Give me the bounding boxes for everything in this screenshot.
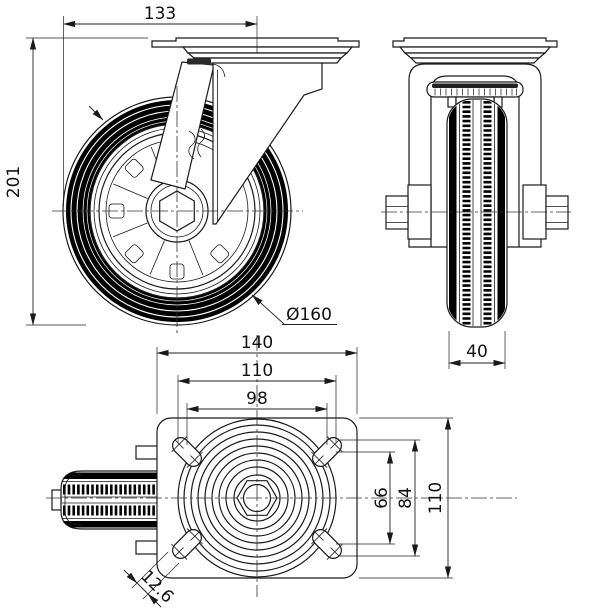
dim-plate-width: 140 bbox=[156, 333, 358, 414]
dim-plate-depth: 110 bbox=[359, 417, 453, 579]
dim-text-plate-depth: 110 bbox=[426, 482, 446, 514]
dim-slot-outer-span: 84 bbox=[340, 439, 420, 557]
dimension-line bbox=[147, 593, 162, 608]
dim-overall-height: 201 bbox=[4, 37, 148, 326]
dim-text-hole-span-inner: 98 bbox=[246, 389, 268, 409]
tread-pointer-arrow bbox=[88, 105, 104, 121]
wheel-side-tread bbox=[449, 100, 505, 326]
front-view: 133 201 Ø160 bbox=[4, 4, 360, 333]
swivel-head-side bbox=[398, 46, 552, 64]
bolt-slot-bottom-left bbox=[171, 528, 203, 560]
bolt-slot-top-left bbox=[171, 436, 203, 468]
dim-swivel-radius: 133 bbox=[63, 4, 258, 206]
dimension-line bbox=[123, 569, 138, 584]
leader-line bbox=[251, 294, 285, 325]
wheel-side bbox=[446, 98, 508, 328]
dim-text-wheel-diameter: Ø160 bbox=[286, 305, 332, 325]
side-view: 40 bbox=[381, 37, 571, 369]
dim-text-plate-width: 140 bbox=[241, 333, 273, 353]
extension-line bbox=[142, 562, 180, 600]
axle-bolt-left bbox=[385, 195, 409, 230]
dim-text-hole-span-outer: 110 bbox=[241, 361, 273, 381]
brand-logo-icon bbox=[188, 128, 205, 160]
dim-text-overall-height: 201 bbox=[4, 166, 24, 198]
mounting-plate-side bbox=[392, 37, 558, 48]
dim-text-slot-outer-span: 84 bbox=[396, 487, 416, 509]
bolt-slot-bottom-right bbox=[311, 528, 343, 560]
dim-hole-span-inner: 98 bbox=[186, 389, 328, 445]
axle-bolt-right bbox=[545, 195, 569, 230]
seal-notch bbox=[187, 58, 211, 65]
top-view: 140 110 98 66 84 bbox=[46, 333, 517, 608]
mounting-plate-front bbox=[151, 37, 360, 48]
bearing-race-ticks bbox=[434, 88, 517, 96]
wheel-top-tread bbox=[62, 472, 163, 528]
dim-hole-span-outer: 110 bbox=[177, 361, 337, 443]
bearing-race-band bbox=[432, 83, 518, 88]
wheel-top bbox=[60, 470, 164, 530]
leader-wheel-diameter: Ø160 bbox=[251, 294, 337, 325]
swivel-head-front bbox=[181, 46, 354, 64]
dim-text-wheel-width: 40 bbox=[466, 342, 488, 362]
dimension-line bbox=[136, 582, 149, 595]
dim-text-slot-center-span: 66 bbox=[372, 487, 392, 509]
dim-text-swivel-radius: 133 bbox=[144, 4, 176, 24]
fork-corner-curl bbox=[211, 63, 226, 78]
axle-nub bbox=[51, 489, 62, 511]
dim-slot-center-span: 66 bbox=[336, 451, 395, 545]
dim-wheel-width: 40 bbox=[448, 331, 506, 369]
wheel-cap-line bbox=[64, 474, 83, 526]
extension-line bbox=[131, 551, 169, 589]
bolt-slot-top-right bbox=[311, 436, 343, 468]
